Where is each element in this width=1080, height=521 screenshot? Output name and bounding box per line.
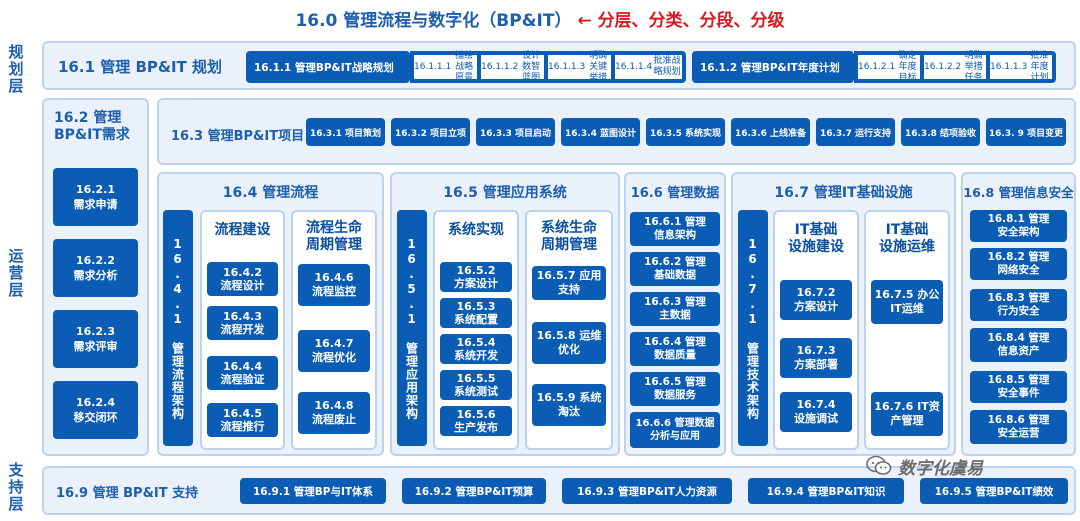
data-item[interactable]: 16.6.2 管理 基础数据 [630,252,720,286]
infra-build-item[interactable]: 16.7.3 方案部署 [780,338,852,378]
infra-ops-item[interactable]: 16.7.5 办公 IT运维 [871,280,943,324]
demand-item[interactable]: 16.2.4 移交闭环 [53,381,138,439]
project-item[interactable]: 16.3.5 系统实现 [646,118,725,146]
apps-impl-item[interactable]: 16.5.5 系统测试 [440,370,512,400]
security-title: 16.8 管理信息安全 [963,185,1074,200]
infra-ops-title: IT基础 设施运维 [879,222,935,255]
infra-build-title: IT基础 设施建设 [788,222,844,255]
apps-life-item[interactable]: 16.5.9 系统 淘汰 [532,384,606,426]
project-item[interactable]: 16.3.6 上线准备 [731,118,810,146]
project-item[interactable]: 16.3.4 蓝图设计 [561,118,640,146]
apps-life-title: 系统生命 周期管理 [541,220,597,253]
title-sub: 分层、分类、分段、分级 [597,11,785,31]
support-item[interactable]: 16.9.4 管理BP&IT知识 [748,478,904,504]
security-item[interactable]: 16.8.4 管理 信息资产 [970,328,1067,362]
infra-title: 16.7 管理IT基础设施 [774,185,913,201]
apps-life-item[interactable]: 16.5.8 运维 优化 [532,322,606,364]
infra-architecture[interactable]: 16.7.1 管理技术架构 [738,210,768,446]
project-item[interactable]: 16.3. 9 项目变更 [986,118,1066,146]
layer-plan-label: 规划层 [8,43,24,95]
process-build-title: 流程建设 [214,222,271,238]
project-item[interactable]: 16.3.8 结项验收 [901,118,980,146]
project-item[interactable]: 16.3.1 项目策划 [306,118,385,146]
support-item[interactable]: 16.9.2 管理BP&IT预算 [402,478,546,504]
infra-build-item[interactable]: 16.7.2 方案设计 [780,280,852,320]
data-item[interactable]: 16.6.3 管理 主数据 [630,292,720,326]
demand-title: 16.2 管理 BP&IT需求 [54,110,130,143]
process-life-item[interactable]: 16.4.7 流程优化 [298,330,370,372]
apps-life-item[interactable]: 16.5.7 应用 支持 [532,266,606,300]
data-title: 16.6 管理数据 [630,186,720,201]
demand-item[interactable]: 16.2.3 需求评审 [53,310,138,368]
security-item[interactable]: 16.8.3 管理 行为安全 [970,289,1067,321]
process-architecture[interactable]: 16.4.1 管理流程架构 [163,210,193,446]
title-main: 16.0 管理流程与数字化（BP&IT） [295,11,572,31]
process-build-item[interactable]: 16.4.5 流程推行 [207,403,278,437]
security-item[interactable]: 16.8.6 管理 安全运营 [970,410,1067,444]
data-item[interactable]: 16.6.6 管理数据 分析与应用 [630,412,720,448]
plan-g1-label[interactable]: 16.1.1 管理BP&IT战略规划 [246,51,410,83]
data-item[interactable]: 16.6.4 管理 数据质量 [630,332,720,366]
process-build-item[interactable]: 16.4.4 流程验证 [207,356,278,390]
process-build-item[interactable]: 16.4.3 流程开发 [207,306,278,340]
security-item[interactable]: 16.8.5 管理 安全事件 [970,371,1067,403]
projects-title: 16.3 管理BP&IT项目 [171,129,305,144]
project-item[interactable]: 16.3.7 运行支持 [816,118,895,146]
support-item[interactable]: 16.9.1 管理BP与IT体系 [240,478,386,504]
support-item[interactable]: 16.9.3 管理BP&IT人力资源 [562,478,732,504]
infra-ops-item[interactable]: 16.7.6 IT资 产管理 [871,392,943,436]
support-title: 16.9 管理 BP&IT 支持 [56,486,199,501]
process-life-title: 流程生命 周期管理 [306,220,362,253]
apps-impl-item[interactable]: 16.5.4 系统开发 [440,334,512,364]
infra-build-item[interactable]: 16.7.4 设施调试 [780,392,852,432]
watermark: 数字化虞易 [866,452,1066,480]
apps-impl-item[interactable]: 16.5.6 生产发布 [440,406,512,436]
project-item[interactable]: 16.3.2 项目立项 [391,118,470,146]
watermark-text: 数字化虞易 [898,458,983,479]
process-build-item[interactable]: 16.4.2 流程设计 [207,262,278,296]
apps-architecture[interactable]: 16.5.1 管理应用架构 [397,210,427,446]
project-item[interactable]: 16.3.3 项目启动 [476,118,555,146]
layer-support-label: 支持层 [8,461,24,513]
apps-impl-item[interactable]: 16.5.3 系统配置 [440,298,512,328]
arrow-left-icon: ← [577,11,592,31]
data-item[interactable]: 16.6.1 管理 信息架构 [630,212,720,246]
process-life-item[interactable]: 16.4.6 流程监控 [298,264,370,306]
page-title: 16.0 管理流程与数字化（BP&IT） ← 分层、分类、分段、分级 [0,6,1080,31]
layer-operate-label: 运营层 [8,247,24,299]
plan-title: 16.1 管理 BP&IT 规划 [58,58,222,76]
data-item[interactable]: 16.6.5 管理 数据服务 [630,372,720,406]
security-item[interactable]: 16.8.1 管理 安全架构 [970,210,1067,242]
wechat-icon [866,455,892,477]
process-life-item[interactable]: 16.4.8 流程废止 [298,392,370,434]
apps-impl-title: 系统实现 [448,222,504,238]
demand-item[interactable]: 16.2.2 需求分析 [53,239,138,297]
plan-g2-label[interactable]: 16.1.2 管理BP&IT年度计划 [692,51,854,83]
security-item[interactable]: 16.8.2 管理 网络安全 [970,248,1067,280]
apps-title: 16.5 管理应用系统 [443,185,567,201]
support-item[interactable]: 16.9.5 管理BP&IT绩效 [920,478,1068,504]
apps-impl-item[interactable]: 16.5.2 方案设计 [440,262,512,292]
demand-item[interactable]: 16.2.1 需求申请 [53,168,138,226]
process-title: 16.4 管理流程 [222,185,319,201]
